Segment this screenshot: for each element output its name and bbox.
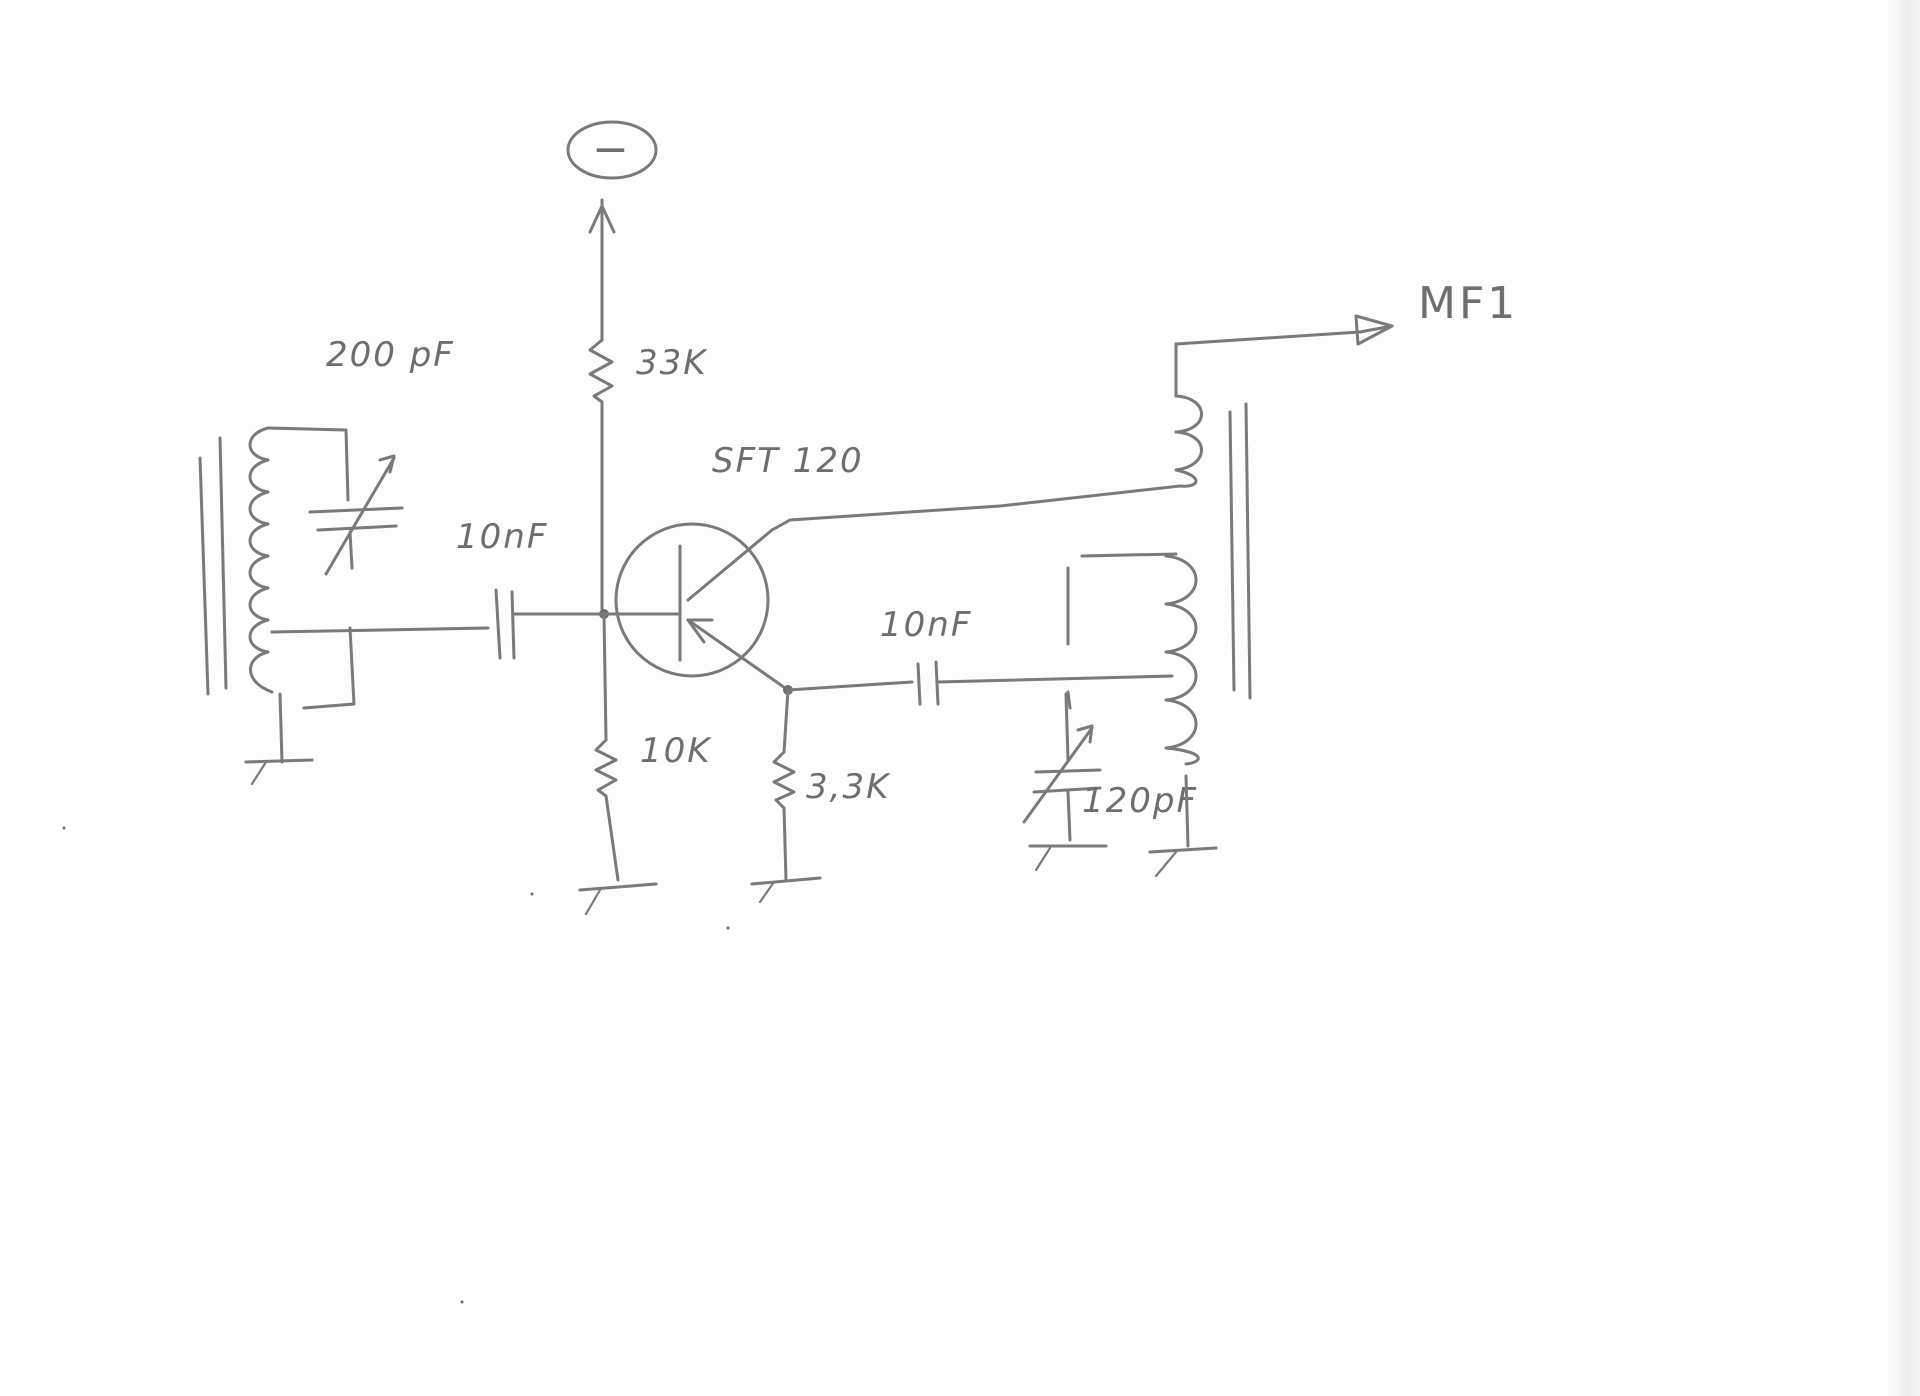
transistor-label: SFT 120 (712, 441, 864, 481)
variable-capacitor-200pf-label: 200 pF (326, 335, 455, 375)
supply-terminal: − (566, 120, 658, 240)
input-tap-wire (270, 626, 490, 634)
ground-input (244, 758, 314, 786)
variable-capacitor-120pf: 120pF (1022, 692, 1198, 842)
ground-base (578, 882, 658, 916)
output-coil-secondary (1066, 552, 1200, 766)
paper-speck (62, 826, 66, 830)
coupling-capacitor-output: 10nF (880, 605, 972, 706)
coupling-capacitor-input-label: 10nF (456, 517, 548, 557)
output-coil-primary (1174, 342, 1203, 488)
scan-edge-shadow (1890, 0, 1920, 1396)
collector-wire (770, 484, 1182, 532)
output-terminal: MF1 (1174, 278, 1518, 346)
resistor-3-3k-label: 3,3K (806, 767, 891, 807)
paper-speck (460, 1300, 464, 1304)
output-label: MF1 (1418, 278, 1518, 329)
variable-capacitor-200pf: 200 pF (308, 335, 455, 576)
resistor-10k-label: 10K (640, 731, 712, 771)
supply-symbol: − (592, 124, 632, 175)
paper-speck (726, 926, 730, 930)
variable-capacitor-120pf-label: 120pF (1082, 781, 1198, 821)
input-transformer-core (198, 436, 228, 696)
input-coil (248, 426, 348, 694)
coupling-capacitor-input: 10nF (456, 517, 606, 660)
ground-trimmer (1028, 844, 1108, 872)
ground-output (1148, 846, 1218, 878)
resistor-3-3k: 3,3K (772, 750, 891, 810)
resistor-33k-label: 33K (636, 343, 708, 383)
resistor-10k: 10K (594, 731, 712, 798)
output-transformer-core (1228, 402, 1252, 700)
ground-emitter (750, 876, 822, 904)
transistor-sft120: SFT 120 (602, 441, 864, 692)
paper-speck (530, 892, 534, 896)
coupling-capacitor-output-label: 10nF (880, 605, 972, 645)
resistor-33k: 33K (588, 338, 708, 404)
